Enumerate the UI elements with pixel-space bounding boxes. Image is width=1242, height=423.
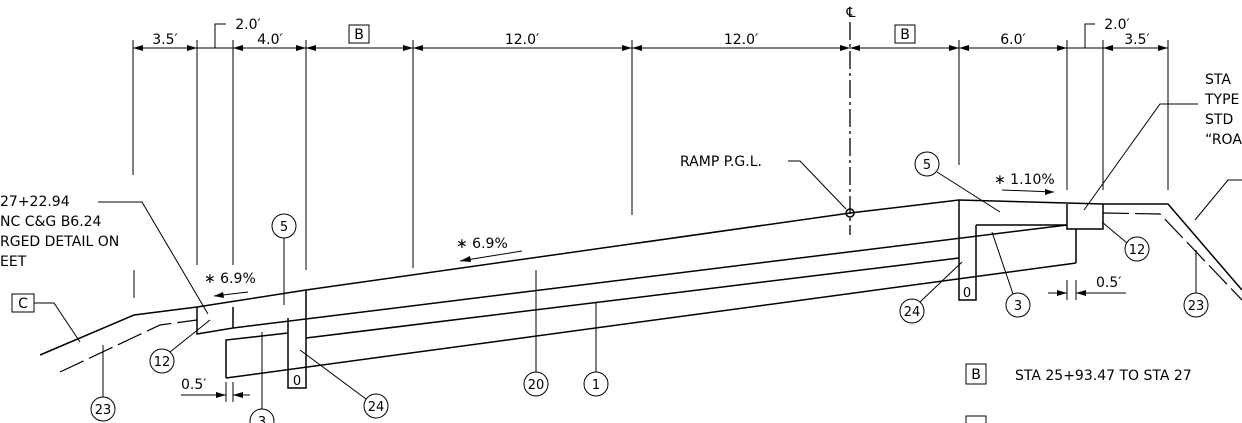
dim-2-0-leader-left	[214, 23, 226, 48]
callout-5-left: 5	[280, 220, 288, 235]
pgl-leader	[788, 160, 847, 210]
legend-box-next	[965, 415, 987, 423]
callout-24-right: 24	[904, 305, 921, 320]
right-note-line1: STA	[1205, 72, 1231, 88]
pgl-label: RAMP P.G.L.	[680, 154, 762, 170]
dim-12-0-right: 12.0′	[724, 32, 758, 48]
right-note-line2: TYPE	[1204, 92, 1239, 108]
zero-label-left: 0	[293, 374, 301, 389]
right-note-leader	[1083, 103, 1198, 211]
c-leader	[34, 302, 81, 343]
offset-left: 0.5′	[181, 377, 250, 402]
tag-c: C	[18, 296, 28, 312]
callout-3-left: 3	[258, 415, 266, 423]
dimension-arrows	[133, 45, 1168, 51]
callout-3-right: 3	[1014, 299, 1022, 314]
callout-23-left: 23	[95, 403, 112, 418]
offset-right: 0.5′	[1048, 275, 1126, 300]
box-b-right	[894, 24, 916, 44]
left-note-line4: EET	[0, 254, 27, 270]
callout-24-left: 24	[368, 400, 385, 415]
dim-b-right: B	[900, 27, 910, 43]
callout-5-right: 5	[923, 158, 931, 173]
slope-shoulder-right: ∗ 1.10%	[994, 172, 1055, 188]
callout-12-right: 12	[1129, 243, 1146, 258]
left-note-line3: RGED DETAIL ON	[0, 234, 119, 250]
callout-1: 1	[592, 378, 600, 393]
svg-text:0.5′: 0.5′	[181, 377, 206, 393]
left-note-leader	[98, 201, 209, 315]
dim-4-0: 4.0′	[257, 32, 282, 48]
left-note-line2: NC C&G B6.24	[0, 214, 102, 230]
slope-main: ∗ 6.9%	[456, 236, 508, 252]
dim-2-0-right: 2.0′	[1104, 17, 1129, 33]
legend-box-b	[965, 363, 987, 385]
svg-text:0.5′: 0.5′	[1096, 275, 1121, 291]
dim-3-5-left: 3.5′	[152, 32, 177, 48]
extension-lines	[132, 40, 1169, 298]
right-note-line3: STD	[1205, 112, 1233, 128]
dim-6-0: 6.0′	[1000, 32, 1025, 48]
callouts: 5 12 3 24 23 20 1 5 24 3 12 23	[90, 151, 1209, 423]
centerline-symbol: ℄	[846, 5, 856, 21]
callout-23-right: 23	[1188, 299, 1205, 314]
dim-b-left: B	[354, 27, 364, 43]
pavement-section	[39, 199, 1242, 389]
subgrade-line-right	[1102, 212, 1242, 301]
right-note-line4: “ROA	[1205, 132, 1242, 148]
slope-shoulder-left: ∗ 6.9%	[204, 271, 256, 287]
dim-12-0-left: 12.0′	[505, 32, 539, 48]
dim-2-0-leader-right	[1084, 23, 1095, 48]
right-slope-leader	[1194, 179, 1242, 221]
dim-3-5-right: 3.5′	[1124, 32, 1149, 48]
box-b-left	[348, 24, 370, 44]
left-note-line1: 27+22.94	[0, 194, 70, 210]
callout-20: 20	[528, 378, 545, 393]
legend-text: STA 25+93.47 TO STA 27	[1015, 368, 1192, 384]
subgrade-line-left	[59, 319, 198, 373]
zero-label-right: 0	[963, 286, 971, 301]
legend-b: B	[971, 367, 981, 383]
dim-2-0-left: 2.0′	[235, 17, 260, 33]
pgl-marker	[845, 208, 855, 218]
callout-12-left: 12	[154, 355, 171, 370]
